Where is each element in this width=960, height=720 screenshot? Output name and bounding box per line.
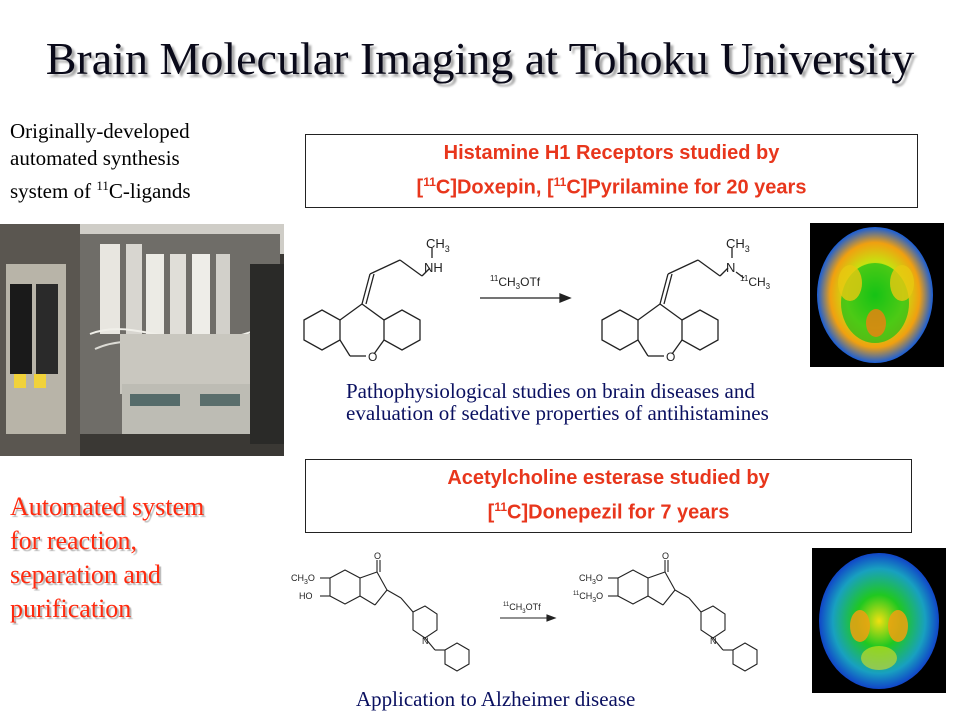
labeled-ch3o-product: 11CH3O xyxy=(573,591,603,604)
acetylcholine-box-line-2: [11C]Donepezil for 7 years xyxy=(487,500,730,524)
acetylcholine-box-line-1: Acetylcholine esterase studied by xyxy=(447,467,770,489)
histamine-box-line-2: [11C]Doxepin, [11C]Pyrilamine for 20 yea… xyxy=(416,175,807,199)
nitrogen-label: N xyxy=(422,636,429,646)
oxygen-label-product: O xyxy=(666,350,675,364)
automated-line-4: purification xyxy=(10,594,132,623)
ch3o-label: CH3O xyxy=(291,573,315,586)
labeled-methyl: 11CH3 xyxy=(740,274,771,291)
description-line-3: system of 11C-ligands xyxy=(10,178,191,203)
histamine-box-line-1: Histamine H1 Receptors studied by xyxy=(443,142,780,164)
ch3-label-product: CH3 xyxy=(726,236,750,254)
ch3o-label-product: CH3O xyxy=(579,573,603,586)
histamine-pet-scan xyxy=(810,223,944,367)
donepezil-reaction-scheme: CH3O HO O N 11CH3OTf CH3O 11CH3O O N xyxy=(291,551,758,672)
reagent-label-2: 11CH3OTf xyxy=(503,602,541,615)
automated-system-caption: Automated system for reaction, separatio… xyxy=(10,490,204,626)
n-label-product: N xyxy=(726,260,735,275)
slide-title: Brain Molecular Imaging at Tohoku Univer… xyxy=(45,33,915,84)
automated-line-1: Automated system xyxy=(10,492,205,521)
ho-label: HO xyxy=(299,591,313,601)
acetylcholine-pet-scan xyxy=(812,548,946,693)
alzheimer-note: Application to Alzheimer disease xyxy=(356,687,636,711)
histamine-note: Pathophysiological studies on brain dise… xyxy=(346,380,769,424)
oxygen-label: O xyxy=(368,350,377,364)
acetylcholine-box: Acetylcholine esterase studied by [11C]D… xyxy=(305,459,912,533)
nh-label: NH xyxy=(424,260,443,275)
histamine-note-line-2: evaluation of sedative properties of ant… xyxy=(346,401,769,425)
reagent-label: 11CH3OTf xyxy=(490,274,541,291)
carbonyl-oxygen: O xyxy=(374,551,381,561)
description-line-1: Originally-developed xyxy=(10,119,190,143)
nitrogen-label-product: N xyxy=(710,636,717,646)
synthesis-apparatus-photo xyxy=(0,224,284,456)
histamine-box: Histamine H1 Receptors studied by [11C]D… xyxy=(305,134,918,208)
doxepin-reaction-scheme: CH3 NH O 11CH3OTf CH3 N 11CH3 O xyxy=(303,236,771,364)
carbonyl-oxygen-product: O xyxy=(662,551,669,561)
ch3-label: CH3 xyxy=(426,236,450,254)
description-line-2: automated synthesis xyxy=(10,146,180,170)
synthesis-system-description: Originally-developed automated synthesis… xyxy=(10,118,191,205)
automated-line-2: for reaction, xyxy=(10,526,138,555)
histamine-note-line-1: Pathophysiological studies on brain dise… xyxy=(346,379,755,403)
automated-line-3: separation and xyxy=(10,560,161,589)
